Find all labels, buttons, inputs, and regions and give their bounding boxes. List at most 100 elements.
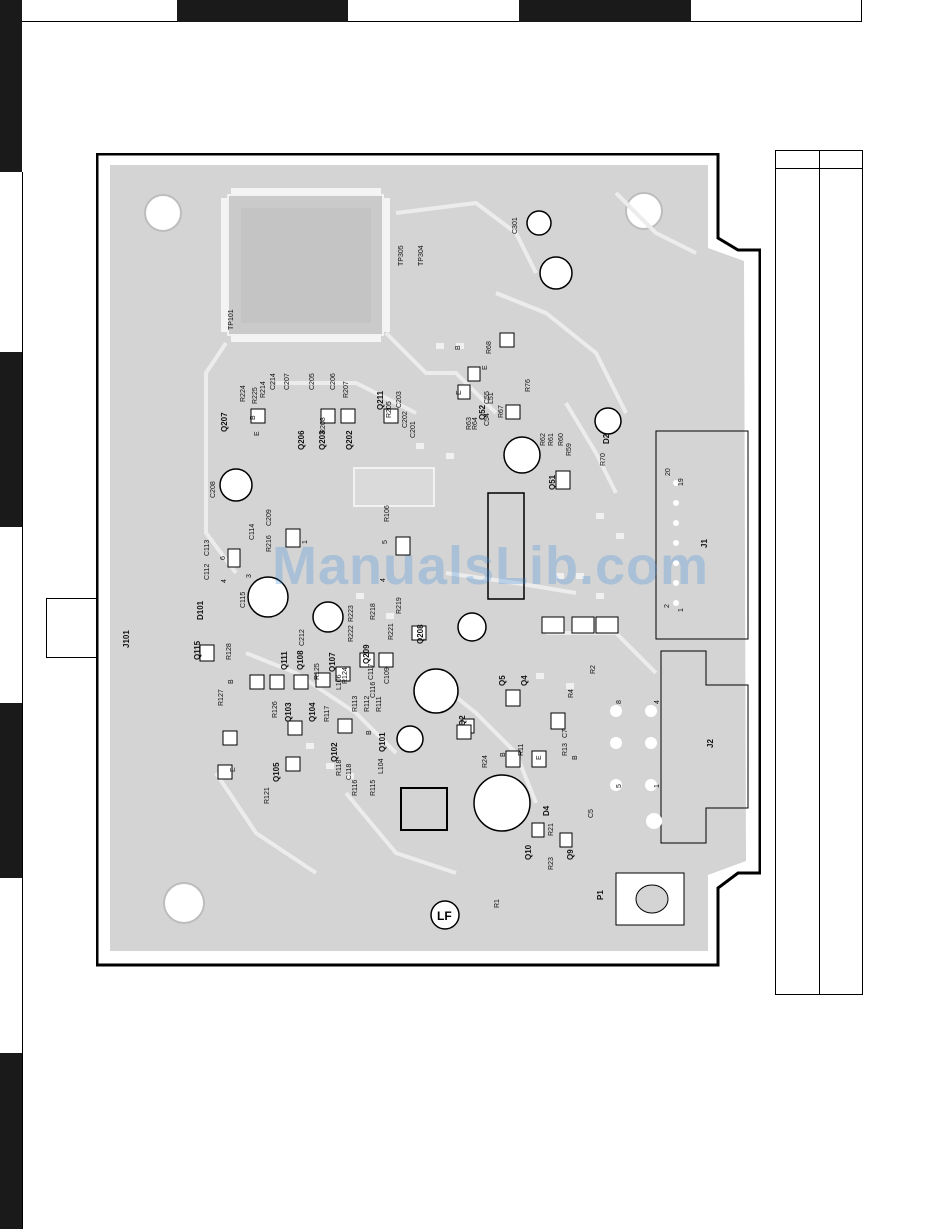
transistor-pin-marker: E	[456, 390, 463, 395]
ref-r112: R112	[364, 695, 371, 712]
parts-table	[775, 150, 863, 995]
transistor-pin-marker: B	[500, 752, 507, 757]
ref-d101: D101	[196, 600, 205, 620]
ref-q107: Q107	[328, 652, 337, 672]
pcb-layout: LF	[96, 153, 761, 967]
ref-r24: R24	[482, 755, 489, 768]
transistor-pin-marker: B	[228, 679, 235, 684]
small-pads	[306, 343, 624, 779]
ref-j2: J2	[706, 739, 715, 748]
ref-l51: L51	[488, 392, 495, 404]
transistor-pin-marker: E	[536, 755, 543, 760]
watermark: ManualsLib.com	[272, 536, 710, 596]
ref-r70: R70	[600, 453, 607, 466]
mounting-holes	[144, 192, 663, 924]
ref-c112: C112	[204, 563, 211, 580]
ref-r117: R117	[324, 705, 331, 722]
ref-q4: Q4	[520, 675, 529, 686]
pin-label: 4	[221, 579, 228, 583]
ref-r61: R61	[548, 433, 555, 446]
j2-pins	[610, 705, 662, 829]
pin-label: 3	[246, 574, 253, 578]
ref-r225: R225	[252, 387, 259, 404]
ic-pads	[221, 188, 390, 342]
ref-r59: R59	[566, 443, 573, 456]
ref-r115: R115	[370, 779, 377, 796]
transistor-pin-marker: E	[230, 767, 237, 772]
ref-r214: R214	[260, 381, 267, 398]
ref-r126: R126	[272, 701, 279, 718]
ref-r11: R11	[518, 743, 525, 756]
j101-jack-body	[46, 598, 98, 658]
ref-r128: R128	[226, 643, 233, 660]
ref-r60: R60	[558, 433, 565, 446]
ref-q209: Q209	[362, 644, 371, 664]
ref-r76: R76	[525, 379, 532, 392]
edge-rule	[22, 172, 23, 1229]
edge-tab-1	[0, 0, 22, 172]
ref-r219: R219	[396, 597, 403, 614]
ref-c202: C202	[402, 411, 409, 428]
edge-tab-2	[0, 352, 22, 527]
ref-r218: R218	[370, 603, 377, 620]
ref-c7: C7	[562, 729, 569, 738]
pin-label: 5	[616, 784, 623, 788]
ref-p1: P1	[596, 890, 605, 900]
ref-q202: Q202	[345, 430, 354, 450]
ref-r118: R118	[336, 759, 343, 776]
ref-q101: Q101	[378, 732, 387, 752]
ref-q2: Q2	[458, 715, 467, 726]
ref-c206: C206	[330, 373, 337, 390]
ref-r64: R64	[472, 417, 479, 430]
ref-c214: C214	[270, 373, 277, 390]
ref-r224: R224	[240, 385, 247, 402]
ref-q208: Q208	[416, 624, 425, 644]
ref-c201: C201	[410, 421, 417, 438]
header-cell-3	[348, 0, 519, 22]
ref-r223: R223	[348, 605, 355, 622]
transistor-pin-marker: B	[572, 755, 579, 760]
ref-d4: D4	[542, 805, 551, 816]
ref-r205: R205	[386, 401, 393, 418]
ref-q211: Q211	[376, 390, 385, 410]
ref-r116: R116	[352, 779, 359, 796]
ref-c212: C212	[299, 629, 306, 646]
ref-q104: Q104	[308, 702, 317, 722]
ref-c205: C205	[309, 373, 316, 390]
ref-r121: R121	[264, 787, 271, 804]
ref-r106: R106	[384, 505, 391, 522]
ref-c114: C114	[249, 523, 256, 540]
ref-r127: R127	[218, 689, 225, 706]
pin-label: 2	[664, 604, 671, 608]
header-right-rule	[861, 0, 862, 22]
ref-q103: Q103	[284, 702, 293, 722]
ref-c203: C203	[396, 391, 403, 408]
ref-tp101: TP101	[228, 309, 235, 330]
ref-q5: Q5	[498, 675, 507, 686]
ref-c207: C207	[284, 373, 291, 390]
ref-r2: R2	[590, 665, 597, 674]
ref-r125: R125	[314, 663, 321, 680]
ref-c209: C209	[266, 509, 273, 526]
ref-c301: C301	[512, 217, 519, 234]
transistor-pin-marker: B	[455, 345, 462, 350]
ref-c117: C117	[368, 663, 375, 680]
ref-tp304: TP304	[418, 245, 425, 266]
ref-r124: R124	[342, 667, 349, 684]
header-cell-2	[177, 0, 348, 22]
lf-logo-circle	[430, 900, 460, 930]
transistor-pin-marker: E	[254, 431, 261, 436]
ref-q111: Q111	[280, 651, 289, 670]
smd-parts	[199, 332, 619, 848]
ref-r62: R62	[540, 433, 547, 446]
edge-tab-4	[0, 1053, 22, 1229]
ref-r68: R68	[486, 341, 493, 354]
ref-j101: J101	[122, 630, 131, 648]
j1-pins	[673, 480, 679, 606]
ref-l104: L104	[378, 758, 385, 774]
pin-label: 19	[678, 478, 685, 486]
pin-label: 1	[678, 608, 685, 612]
ref-q115: Q115	[193, 640, 202, 660]
ref-q108: Q108	[296, 650, 305, 670]
ref-l106: L106	[336, 674, 343, 690]
